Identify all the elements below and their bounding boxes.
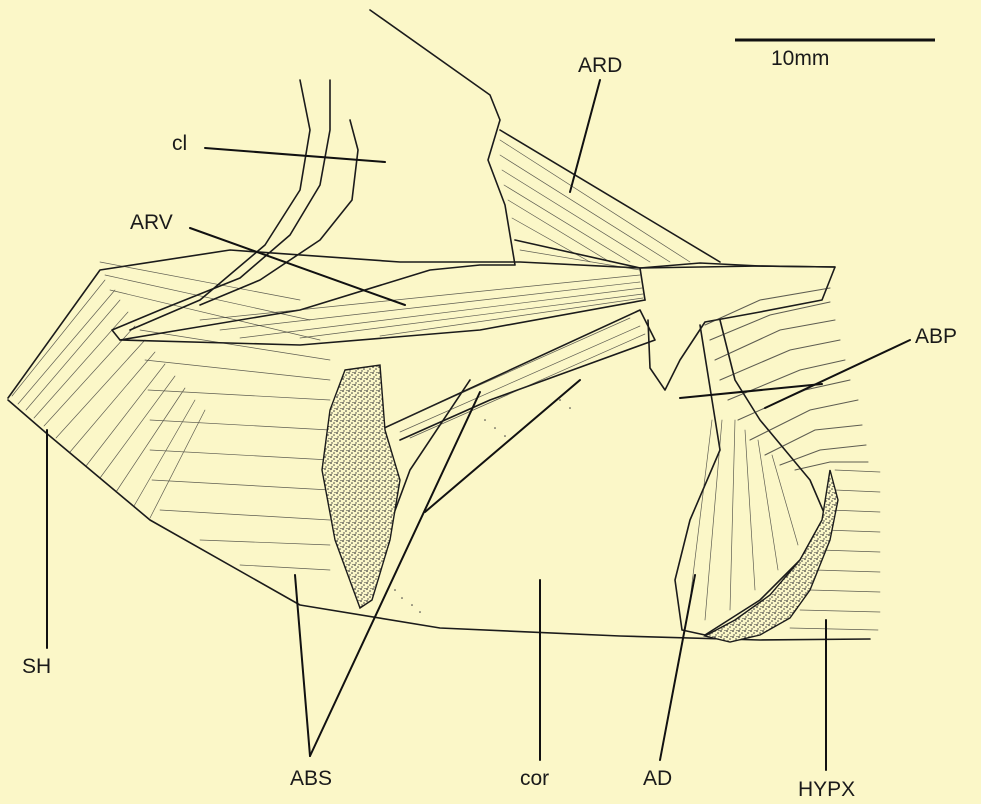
- label-arv: ARV: [130, 212, 173, 233]
- ard-muscle: [500, 130, 720, 262]
- arv-muscle: [120, 240, 645, 345]
- abp-fin-rays: [705, 288, 868, 470]
- label-cor: cor: [520, 768, 549, 789]
- label-sh: SH: [22, 656, 51, 677]
- label-abs: ABS: [290, 768, 332, 789]
- label-ard: ARD: [578, 55, 622, 76]
- leader-abs-3: [425, 380, 580, 512]
- label-ad: AD: [643, 768, 672, 789]
- leader-arv: [190, 228, 405, 305]
- stippled-cartilage-left: [322, 365, 400, 608]
- label-abp: ABP: [915, 326, 957, 347]
- leader-ard: [570, 80, 600, 192]
- stippled-cartilage-right: [705, 470, 838, 642]
- scale-bar-label: 10mm: [771, 48, 829, 69]
- cleithrum-inner-edge: [130, 80, 310, 330]
- leader-abs-1: [295, 575, 310, 756]
- leader-abp-1: [765, 340, 910, 408]
- cleithrum-outline: [112, 10, 515, 340]
- cleithrum-inner-edge-2: [200, 120, 358, 305]
- fin-base: [640, 263, 835, 390]
- body-lower-outline: [8, 400, 870, 640]
- label-hypx: HYPX: [798, 779, 855, 800]
- abs-muscle: [360, 310, 655, 605]
- label-cl: cl: [172, 133, 187, 154]
- sh-muscle-fibers: [12, 262, 330, 570]
